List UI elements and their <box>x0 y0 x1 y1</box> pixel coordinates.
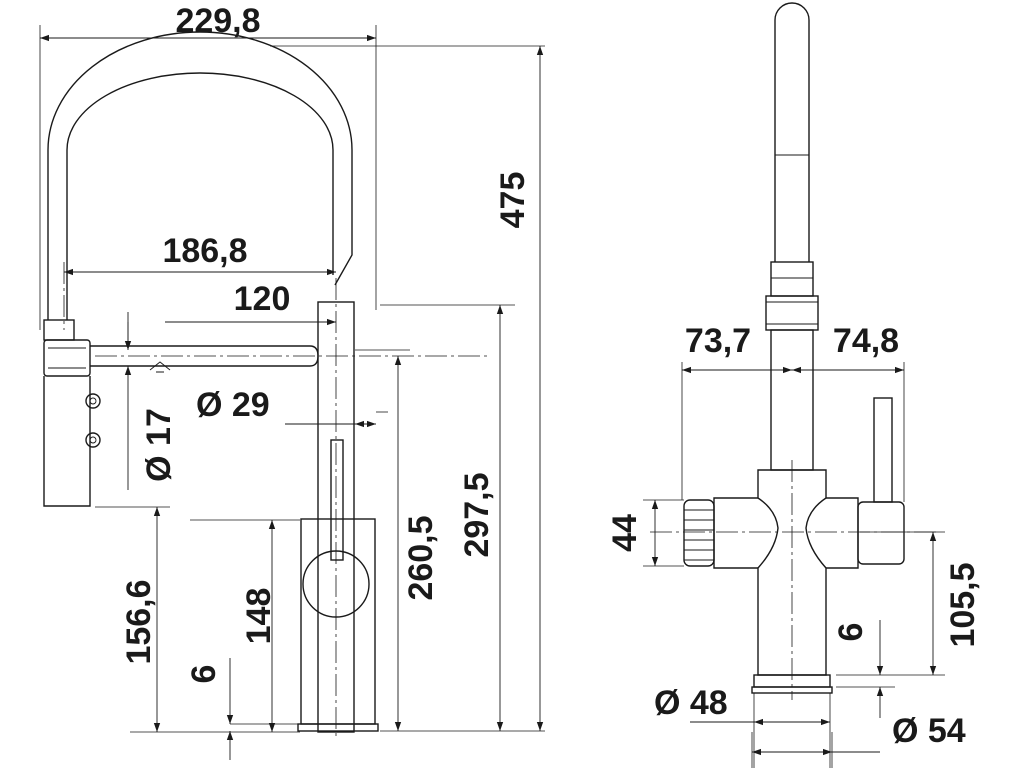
front-collar-upper <box>770 261 814 297</box>
dim-height-body: 105,5 <box>944 562 982 647</box>
dim-reach-spray: 186,8 <box>162 232 247 270</box>
front-right-lever-stem <box>873 397 893 503</box>
dim-reach-center: 120 <box>234 280 291 318</box>
dim-height-total: 475 <box>494 172 532 229</box>
dim-height-arm: 260,5 <box>402 515 440 600</box>
spray-button-2 <box>85 432 101 448</box>
dim-height-lever: 148 <box>240 588 278 645</box>
dim-offset-left: 73,7 <box>685 322 751 360</box>
spout-outer <box>47 31 353 320</box>
dim-height-spray-dock: 156,6 <box>120 579 158 664</box>
lever-stem <box>330 439 344 561</box>
spray-button-1 <box>85 393 101 409</box>
dim-offset-right: 74,8 <box>833 322 899 360</box>
side-base <box>300 518 376 725</box>
spray-head-collar <box>43 319 75 341</box>
dim-height-holder: 297,5 <box>458 472 496 557</box>
front-right-outlet <box>826 497 859 569</box>
front-right-lever-housing <box>857 501 905 565</box>
holder-clip <box>149 361 171 373</box>
dim-width-total: 229,8 <box>175 2 260 40</box>
front-neck <box>770 329 814 471</box>
side-view: 229,8 186,8 120 Ø 29 475 297,5 260,5 Ø 1… <box>39 2 545 760</box>
dim-dia-plate: Ø 54 <box>892 712 966 750</box>
spray-head-body <box>43 376 91 507</box>
dim-dia-spray-head: Ø 17 <box>140 408 178 482</box>
faucet-body <box>317 301 355 733</box>
front-spout-tube <box>774 2 810 262</box>
front-collar-nut <box>765 295 819 331</box>
spray-head-ring <box>43 339 91 377</box>
dim-plate-thickness: 6 <box>185 665 223 684</box>
dim-dia-base: Ø 48 <box>654 684 728 722</box>
front-left-knob <box>683 499 715 567</box>
dim-height-knob: 44 <box>606 514 644 552</box>
side-base-plate <box>297 723 379 732</box>
front-view: 73,7 74,8 44 105,5 6 Ø 48 Ø 54 <box>606 2 982 768</box>
dim-front-plate-thickness: 6 <box>832 623 870 642</box>
spout-inner <box>66 72 334 320</box>
front-left-outlet <box>713 497 758 569</box>
dim-dia-spray-hose: Ø 29 <box>196 386 270 424</box>
